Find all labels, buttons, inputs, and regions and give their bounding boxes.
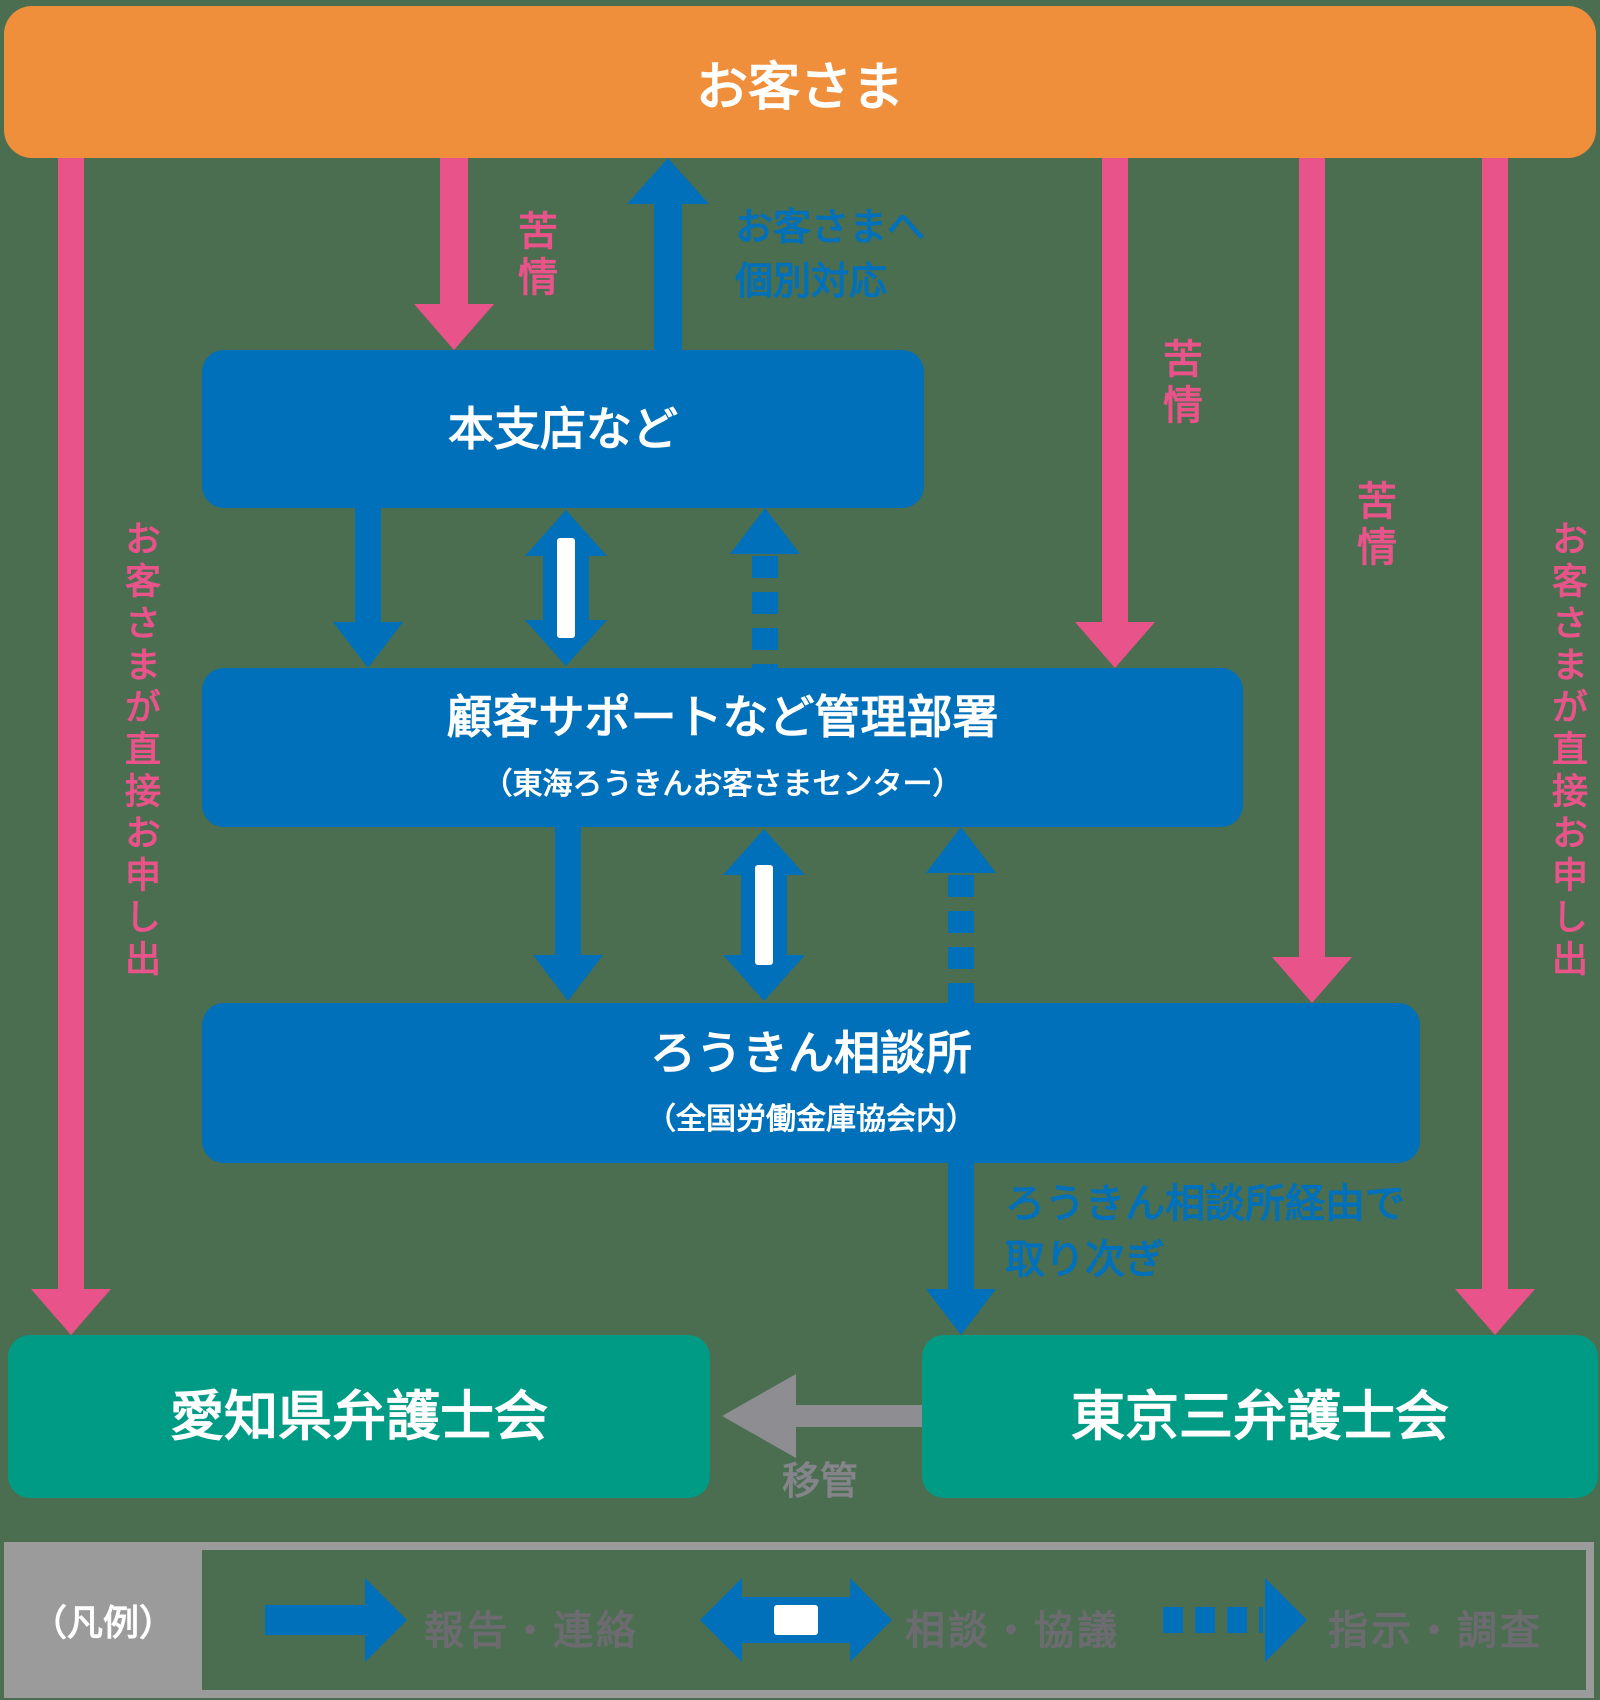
label-complaint-branch: 苦情 — [511, 210, 557, 302]
aichi-bar-box-title: 愛知県弁護士会 — [170, 1384, 548, 1448]
support-box-title: 顧客サポートなど管理部署 — [446, 690, 999, 745]
branch-box: 本支店など — [202, 350, 924, 508]
legend-label-consult: 相談・協議 — [905, 1608, 1120, 1654]
legend-label-report: 報告・連絡 — [424, 1608, 639, 1654]
label-via-rokin: ろうきん相談所経由で取り次ぎ — [1005, 1181, 1405, 1283]
legend-title: （凡例） — [4, 1542, 202, 1698]
label-transfer: 移管 — [782, 1459, 859, 1503]
support-box: 顧客サポートなど管理部署 （東海ろうきんお客さまセンター） — [202, 668, 1243, 827]
customer-banner-label: お客さま — [695, 57, 904, 118]
legend-label-instruct: 指示・調査 — [1328, 1608, 1543, 1654]
support-box-subtitle: （東海ろうきんお客さまセンター） — [482, 766, 963, 802]
tokyo-bar-box-title: 東京三弁護士会 — [1071, 1384, 1449, 1448]
rokin-office-box-title: ろうきん相談所 — [650, 1025, 972, 1080]
legend-frame — [202, 1542, 1594, 1698]
label-individual-response: お客さまへ個別対応 — [735, 205, 926, 303]
rokin-office-box: ろうきん相談所 （全国労働金庫協会内） — [202, 1003, 1420, 1163]
label-complaint-support: 苦情 — [1156, 338, 1202, 430]
customer-banner: お客さま — [4, 6, 1596, 158]
rokin-office-box-subtitle: （全国労働金庫協会内） — [646, 1102, 976, 1138]
branch-box-title: 本支店など — [448, 401, 678, 456]
tokyo-bar-box: 東京三弁護士会 — [922, 1335, 1598, 1498]
label-direct-left: お客さまが直接お申し出 — [119, 520, 160, 982]
label-complaint-rokin: 苦情 — [1350, 480, 1396, 572]
label-direct-right: お客さまが直接お申し出 — [1546, 520, 1587, 982]
aichi-bar-box: 愛知県弁護士会 — [8, 1335, 710, 1498]
